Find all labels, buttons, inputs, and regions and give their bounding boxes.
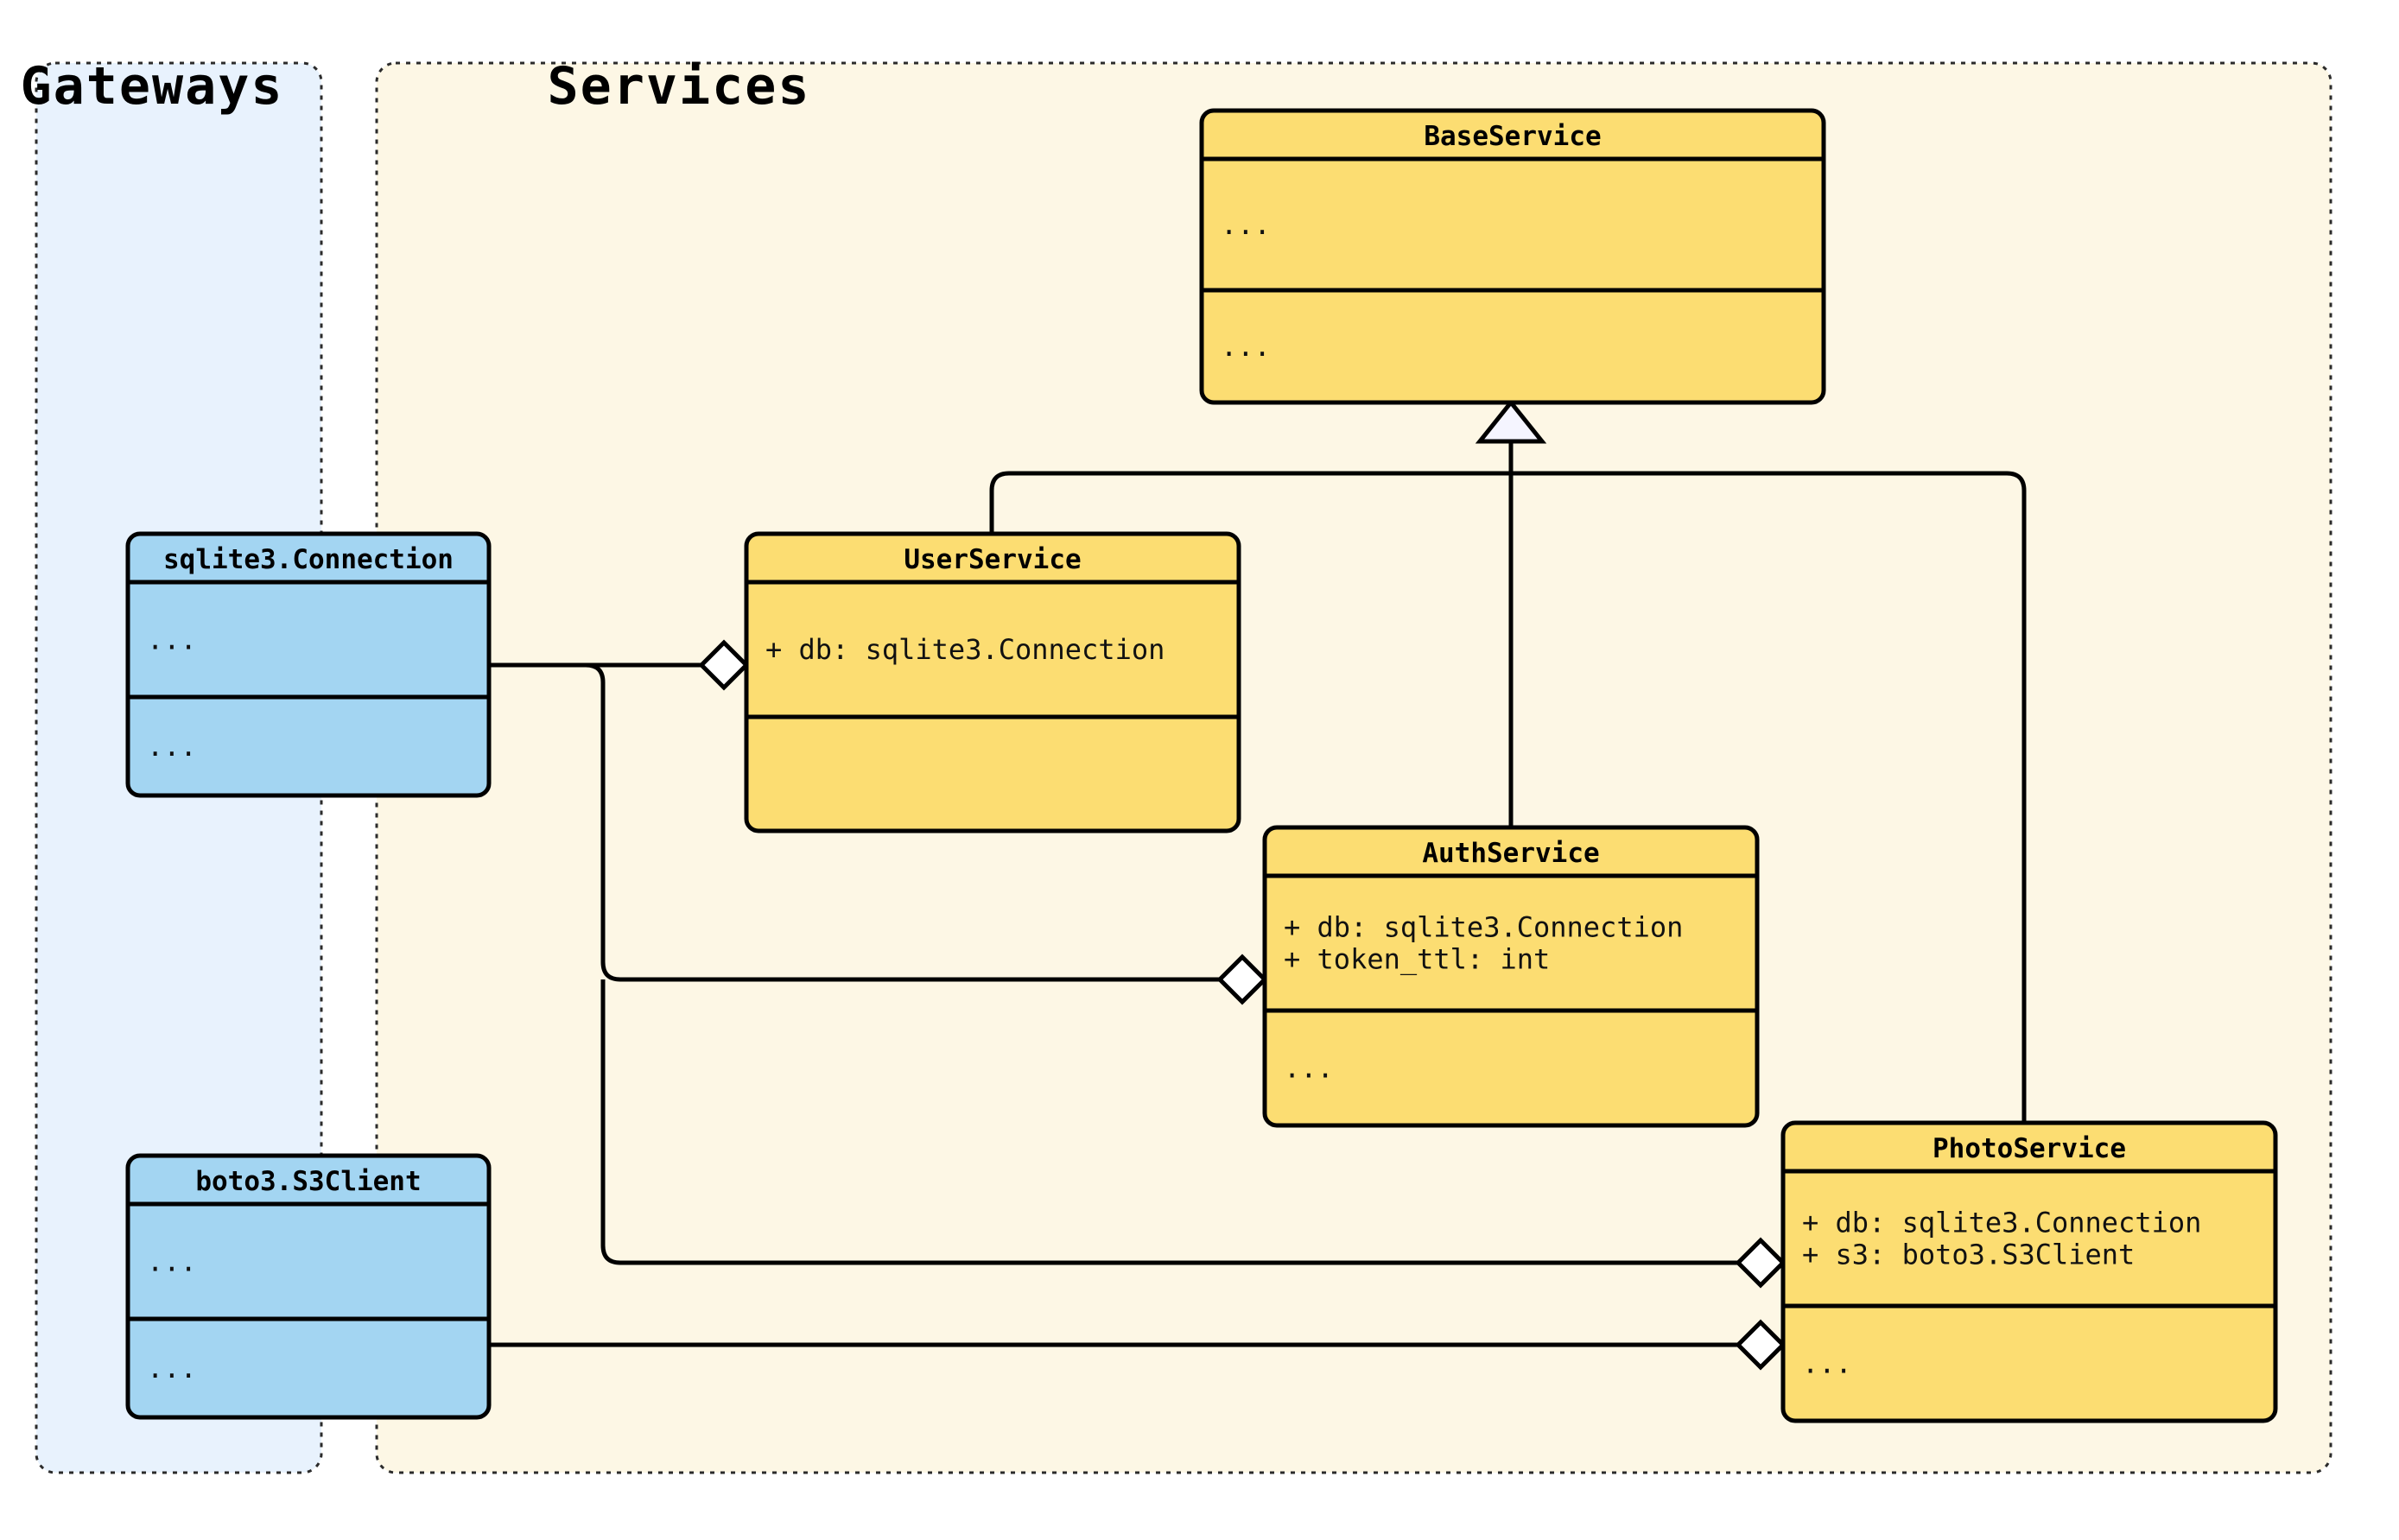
class-attribute-photoservice-1: + s3: boto3.S3Client [1802, 1239, 2135, 1271]
class-attribute-authservice-1: + token_ttl: int [1284, 943, 1550, 976]
class-method-authservice-0: ... [1284, 1052, 1334, 1085]
class-name-userservice: UserService [904, 544, 1081, 575]
aggregation-diamond-photoservice-s3[interactable] [1735, 1319, 1787, 1371]
aggregation-diamond-photoservice-db[interactable] [1735, 1237, 1787, 1289]
class-box-outline-baseservice [1199, 108, 1826, 405]
inheritance-triangle-baseservice[interactable] [1475, 398, 1547, 444]
package-services-title: Services [548, 56, 811, 117]
class-method-photoservice-0: ... [1802, 1347, 1852, 1380]
class-box-boto3s3client[interactable]: boto3.S3Client...... [125, 1153, 492, 1420]
aggregation-line-sqlite-photoservice[interactable] [600, 979, 1738, 1265]
class-name-authservice: AuthService [1422, 838, 1599, 869]
class-box-outline-photoservice [1780, 1120, 2278, 1423]
class-boxes-layer: BaseService...... UserService + db: sqlite… [125, 108, 2278, 1423]
aggregation-line-sqlite-authservice[interactable] [489, 662, 1220, 982]
class-name-baseservice: BaseService [1424, 121, 1601, 152]
class-attribute-sqlite3connection-0: ... [147, 624, 197, 656]
package-gateways-title: Gateways [21, 56, 284, 117]
class-box-photoservice[interactable]: PhotoService + db: sqlite3.Connection+ s3… [1780, 1120, 2278, 1423]
class-attribute-baseservice-0: ... [1221, 208, 1271, 241]
class-attribute-boto3s3client-0: ... [147, 1245, 197, 1278]
class-box-userservice[interactable]: UserService + db: sqlite3.Connection [744, 531, 1241, 833]
class-box-baseservice[interactable]: BaseService...... [1199, 108, 1826, 405]
package-services-border [375, 61, 2332, 1474]
aggregation-diamond-authservice-db[interactable] [1216, 954, 1268, 1005]
inheritance-bus-line[interactable] [989, 471, 2027, 1123]
class-box-outline-sqlite3connection [125, 531, 492, 798]
class-name-sqlite3connection: sqlite3.Connection [163, 544, 454, 575]
class-attribute-authservice-0: + db: sqlite3.Connection [1284, 911, 1683, 944]
class-method-boto3s3client-0: ... [147, 1352, 197, 1385]
class-attribute-photoservice-0: + db: sqlite3.Connection [1802, 1207, 2201, 1239]
class-method-baseservice-0: ... [1221, 330, 1271, 363]
class-attribute-userservice-0: + db: sqlite3.Connection [765, 633, 1165, 666]
package-services[interactable]: Services [375, 56, 2332, 1474]
class-box-outline-authservice [1262, 825, 1760, 1128]
class-method-sqlite3connection-0: ... [147, 730, 197, 763]
class-box-outline-userservice [744, 531, 1241, 833]
class-name-photoservice: PhotoService [1933, 1133, 2126, 1164]
class-box-sqlite3connection[interactable]: sqlite3.Connection...... [125, 531, 492, 798]
class-box-outline-boto3s3client [125, 1153, 492, 1420]
aggregation-diamond-userservice-db[interactable] [698, 639, 750, 691]
class-name-boto3s3client: boto3.S3Client [195, 1166, 421, 1197]
class-box-authservice[interactable]: AuthService + db: sqlite3.Connection+ tok… [1262, 825, 1760, 1128]
